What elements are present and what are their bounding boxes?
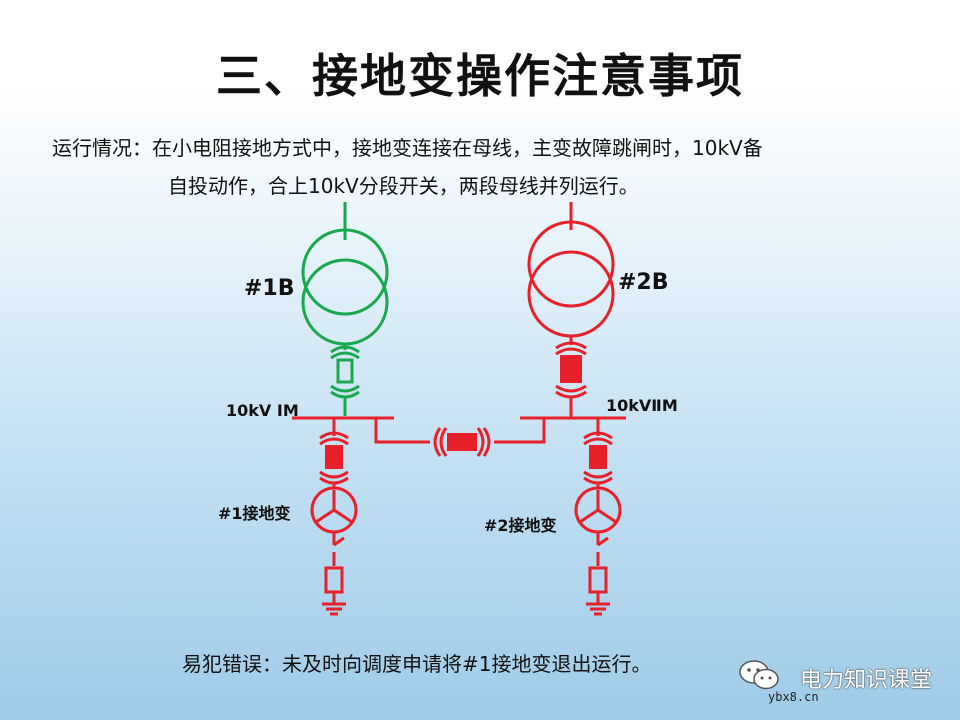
bus-section-breaker [374,418,546,457]
grounding-switch-2 [597,536,609,547]
description-line-1: 运行情况：在小电阻接地方式中，接地变连接在母线，主变故障跳闸时，10kV备 [52,136,763,160]
transformer-2 [527,202,615,418]
bus-2-label: 10kVⅡM [606,396,678,415]
breaker-transformer-1 [330,345,360,399]
grounding-transformer-2-branch [574,418,622,616]
transformer-1-primary-winding [301,228,389,316]
transformer-1-label: #1B [244,276,295,301]
watermark-url: ybx8.cn [768,690,819,704]
breaker-transformer-2 [555,341,587,399]
bus-1-label: 10kV ⅠM [226,401,299,420]
grounding-transformer-2-label: #2接地变 [484,516,557,535]
grounding-transformer-1-label: #1接地变 [218,504,291,523]
page-title: 三、接地变操作注意事项 [216,49,744,103]
grounding-switch-1 [333,536,345,547]
transformer-2-label: #2B [618,270,669,295]
watermark-brand: 电力知识课堂 [799,668,932,693]
grounding-resistor-2 [588,566,608,594]
transformer-1 [301,202,389,416]
grounding-resistor-1 [324,566,344,594]
error-note: 易犯错误：未及时向调度申请将#1接地变退出运行。 [182,652,652,676]
description-line-2: 自投动作，合上10kV分段开关，两段母线并列运行。 [168,174,639,198]
transformer-2-primary-winding [527,220,615,308]
wechat-icon [739,660,779,690]
grounding-transformer-1-branch [310,418,358,616]
